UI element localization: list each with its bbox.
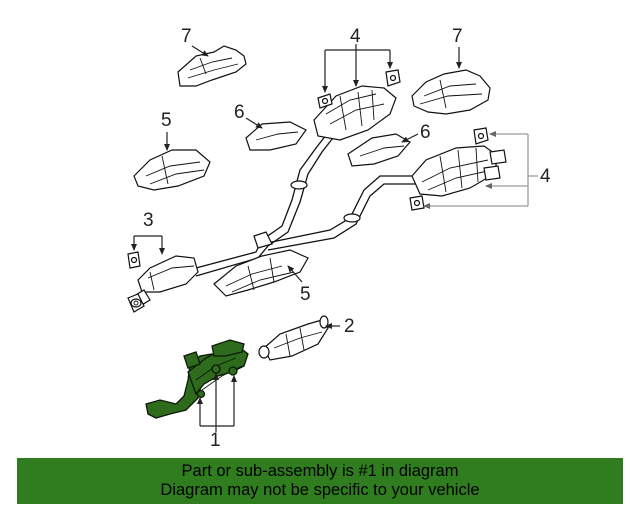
- hanger-4-right-bottom[interactable]: [409, 195, 425, 211]
- exhaust-pipe[interactable]: [195, 129, 416, 277]
- banner-line-2: Diagram may not be specific to your vehi…: [160, 481, 480, 499]
- hanger-4-top-left[interactable]: [317, 93, 333, 109]
- callout-3: 3: [143, 210, 154, 231]
- heat-shield-7-right[interactable]: [411, 69, 491, 115]
- leader-1-bar: [200, 425, 234, 432]
- catalytic-converter-2[interactable]: [258, 315, 329, 361]
- hanger-3[interactable]: [127, 251, 141, 269]
- callout-5-left: 5: [161, 110, 172, 131]
- heat-shield-6-left[interactable]: [245, 121, 307, 151]
- callout-6-right: 6: [420, 122, 431, 143]
- leader-7-left: [191, 45, 209, 57]
- heat-shield-7-left[interactable]: [177, 45, 247, 87]
- callout-5-mid: 5: [300, 284, 311, 305]
- callout-4-right: 4: [540, 166, 551, 187]
- exhaust-manifold-1[interactable]: [145, 339, 249, 419]
- leader-5-mid: [287, 265, 303, 283]
- hanger-4-top-right[interactable]: [385, 69, 401, 87]
- callout-4-top: 4: [350, 26, 361, 47]
- heat-shield-5-left[interactable]: [133, 149, 211, 191]
- info-banner: Part or sub-assembly is #1 in diagram Di…: [17, 458, 623, 504]
- hanger-4-right-top[interactable]: [473, 127, 489, 145]
- callout-1: 1: [210, 430, 221, 451]
- leader-6-left: [245, 117, 263, 129]
- callout-7-left: 7: [181, 26, 192, 47]
- banner-line-1: Part or sub-assembly is #1 in diagram: [181, 462, 459, 480]
- callout-6-left: 6: [234, 102, 245, 123]
- leader-4-right-bar: [527, 134, 538, 206]
- heat-shield-5-mid[interactable]: [213, 249, 309, 297]
- callout-7-right: 7: [452, 26, 463, 47]
- front-pipe-3[interactable]: [127, 255, 199, 313]
- callout-2: 2: [344, 316, 355, 337]
- heat-shield-6-right[interactable]: [347, 133, 411, 167]
- leader-6-right: [401, 133, 419, 143]
- center-muffler-4[interactable]: [313, 85, 397, 141]
- rear-muffler-4[interactable]: [411, 145, 507, 197]
